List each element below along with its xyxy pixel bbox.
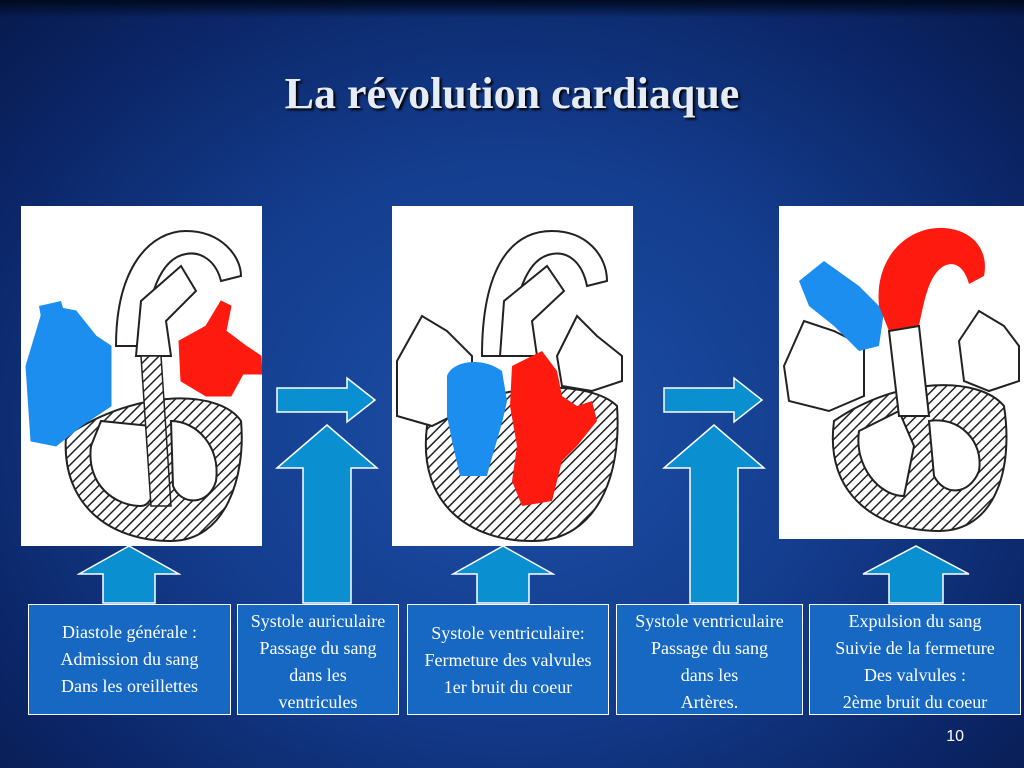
caption-line: Des valvules : xyxy=(864,665,966,685)
heart-diagram-atrial-filling xyxy=(21,206,262,546)
right-ventricle-cavity xyxy=(927,419,981,492)
caption-line: 1er bruit du coeur xyxy=(443,677,573,697)
caption-line: Dans les oreillettes xyxy=(61,676,198,696)
caption-box-expulsion: Expulsion du sang Suivie de la fermeture… xyxy=(809,604,1021,715)
right-ventricle-cavity xyxy=(169,419,218,502)
caption-line: dans les xyxy=(289,665,347,685)
caption-line: Systole ventriculaire xyxy=(635,611,784,631)
slide-title: La révolution cardiaque xyxy=(284,69,740,118)
right-arrow-2 xyxy=(663,376,764,424)
red-ventricle xyxy=(510,351,597,506)
up-arrow-3 xyxy=(451,545,555,604)
caption-line: Suivie de la fermeture xyxy=(835,638,995,658)
left-ventricle-cavity xyxy=(857,409,916,498)
caption-line: ventricules xyxy=(278,692,358,712)
caption-line: Expulsion du sang xyxy=(848,611,982,631)
caption-line: dans les xyxy=(680,665,739,685)
septum xyxy=(140,355,172,507)
caption-line: Systole ventriculaire: xyxy=(431,623,585,643)
caption-line: Diastole générale : xyxy=(62,622,197,642)
right-atrium-shape xyxy=(957,309,1020,393)
blue-pulmonary-artery xyxy=(799,261,884,351)
caption-line: Fermeture des valvules xyxy=(424,650,592,670)
caption-line: Admission du sang xyxy=(60,649,199,669)
aorta-base xyxy=(887,324,931,417)
up-arrow-4 xyxy=(662,424,766,604)
page-number: 10 xyxy=(946,728,964,745)
caption-box-systole-auriculaire: Systole auriculaire Passage du sang dans… xyxy=(237,604,399,715)
blue-ventricle xyxy=(447,361,507,476)
up-arrow-5 xyxy=(862,545,970,604)
left-atrium-shape xyxy=(782,319,865,413)
up-arrow-1 xyxy=(77,545,181,604)
caption-line: Artères. xyxy=(680,692,739,712)
caption-box-diastole: Diastole générale : Admission du sang Da… xyxy=(28,604,231,715)
caption-line: Passage du sang xyxy=(259,638,377,658)
caption-line: 2ème bruit du coeur xyxy=(842,692,988,712)
right-atrium-shape xyxy=(555,314,623,393)
pulmonary-trunk xyxy=(134,264,198,357)
red-aorta xyxy=(878,227,985,331)
blue-vein xyxy=(39,301,71,346)
caption-box-systole-ventriculaire-2: Systole ventriculaire Passage du sang da… xyxy=(616,604,803,715)
heart-diagram-ventricular-filling xyxy=(392,206,633,546)
right-arrow-1 xyxy=(276,376,377,424)
caption-box-systole-ventriculaire-1: Systole ventriculaire: Fermeture des val… xyxy=(407,604,609,715)
top-shadow-bar xyxy=(0,0,1024,18)
heart-diagram-ejection xyxy=(779,206,1024,539)
caption-line: Passage du sang xyxy=(651,638,768,658)
up-arrow-2 xyxy=(275,424,379,604)
caption-line: Systole auriculaire xyxy=(250,611,386,631)
red-atrium xyxy=(178,300,262,397)
